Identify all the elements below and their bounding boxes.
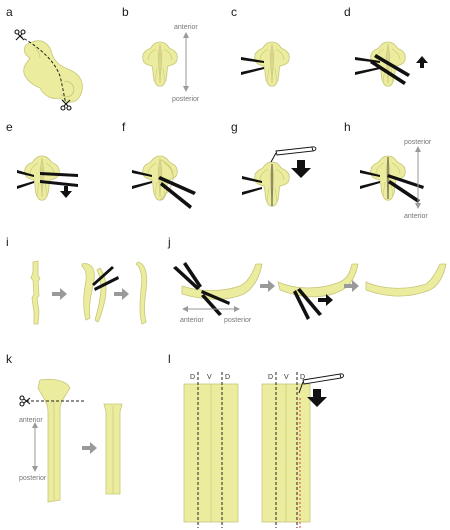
forceps-icon (241, 57, 264, 75)
panel-letter-g: g (231, 120, 238, 134)
panel-b-top-label: anterior (174, 24, 198, 31)
panel-letter-k: k (6, 352, 13, 366)
panel-h-axis-arrow (415, 146, 421, 209)
panel-letter-c: c (231, 5, 237, 19)
panel-i-tissue-2 (81, 263, 95, 321)
arrow-icon (416, 56, 428, 68)
arrow-icon (318, 294, 333, 306)
panel-j-axis-arrow (182, 306, 240, 312)
pipette-icon (298, 373, 344, 394)
arrow-icon (60, 186, 72, 198)
panel-letter-j: j (167, 235, 171, 249)
panel-letter-d: d (344, 5, 351, 19)
panel-l-label-v: V (207, 374, 212, 381)
panel-letter-h: h (344, 120, 351, 134)
panel-letter-l: l (168, 352, 171, 366)
forceps-icon (370, 54, 410, 85)
forceps-icon (173, 262, 202, 290)
forceps-icon (387, 174, 424, 203)
forceps-icon (201, 290, 230, 316)
panel-j-tissue-2 (277, 263, 359, 298)
panel-j-arrow-1 (260, 280, 275, 292)
scissors-icon (19, 395, 31, 407)
forceps-icon (360, 170, 380, 189)
scissors-icon (14, 29, 26, 41)
panel-letter-f: f (122, 120, 126, 134)
panel-h-bottom-label: anterior (404, 213, 428, 220)
panel-l-label-d: D (268, 374, 273, 381)
panel-j-arrow-2 (344, 280, 359, 292)
panel-j-tissue-1 (181, 263, 263, 300)
forceps-icon (132, 170, 152, 189)
forceps-icon (92, 266, 119, 291)
panel-l-label-v: V (284, 374, 289, 381)
panel-i-tissue-3 (135, 261, 148, 325)
panel-b-bottom-label: posterior (172, 96, 200, 103)
scissors-icon (60, 99, 72, 111)
panel-e-embryo (24, 155, 60, 201)
panel-k-bottom-label: posterior (19, 475, 47, 482)
panel-l-label-d: D (225, 374, 230, 381)
panel-k-top-label: anterior (19, 417, 43, 424)
panel-letter-i: i (6, 235, 9, 249)
panel-letter-a: a (6, 5, 13, 19)
panel-j-tissue-3 (365, 263, 447, 297)
forceps-icon (40, 172, 78, 187)
panel-j-left-label: anterior (180, 317, 204, 324)
pipette-icon (270, 146, 317, 163)
panel-letter-e: e (6, 120, 13, 134)
forceps-icon (158, 176, 196, 209)
panel-j-right-label: posterior (224, 317, 252, 324)
panel-i-arrow-1 (52, 288, 67, 300)
panel-l-label-d: D (300, 374, 305, 381)
panel-a-embryo (23, 40, 83, 103)
panel-c-embryo (254, 41, 290, 87)
panel-k-axis-arrow (32, 422, 38, 472)
panel-l-label-d: D (190, 374, 195, 381)
panel-b-embryo (142, 41, 178, 87)
arrow-icon (291, 160, 311, 178)
forceps-icon (293, 288, 322, 320)
arrow-icon (307, 389, 327, 407)
panel-k-arrow (82, 442, 97, 454)
panel-i-arrow-2 (114, 288, 129, 300)
panel-a-cut-line (19, 35, 67, 105)
panel-b-axis-arrow (183, 32, 189, 92)
panel-h-top-label: posterior (404, 139, 432, 146)
panel-i-tissue-1 (30, 260, 41, 325)
panel-letter-b: b (122, 5, 129, 19)
forceps-icon (242, 176, 262, 195)
forceps-icon (17, 170, 34, 189)
